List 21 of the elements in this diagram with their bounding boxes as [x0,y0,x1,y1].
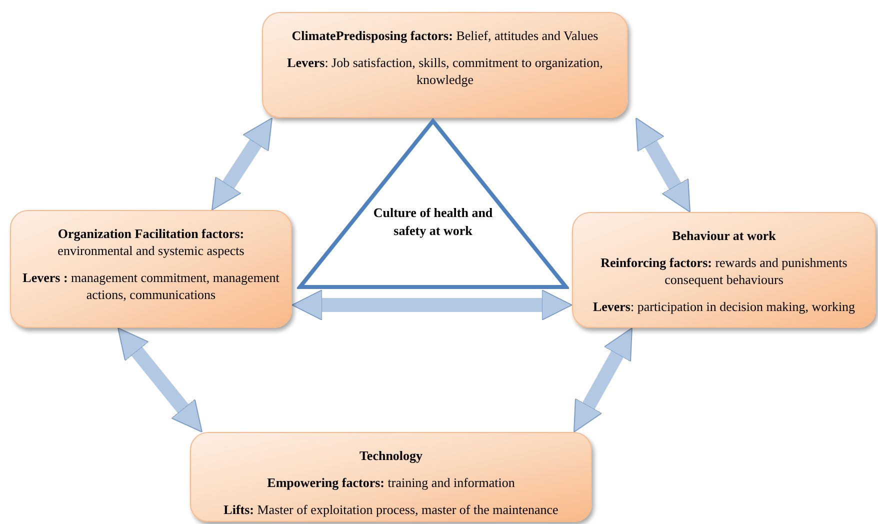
double-arrow [574,328,632,432]
double-arrow [636,118,690,212]
triangle-shape [297,118,569,290]
box-text: Lifts: Master of exploitation process, master of the maintenance [224,501,558,518]
double-arrow [118,328,202,432]
rounded-box [262,12,628,118]
box-text: Reinforcing factors: rewards and punishments consequent behaviours [600,254,848,288]
box-heading: Technology [359,447,423,464]
double-arrow [212,118,272,210]
rounded-box [10,210,292,328]
box-text: Levers : management commitment, management actions, communications [22,269,280,303]
box-heading: Behaviour at work [672,227,776,244]
double-arrow [292,290,572,320]
box-text: Organization Facilitation factors: environmental and systemic aspects [56,225,246,259]
rounded-box [190,432,592,522]
box-text: Empowering factors: training and information [267,474,515,491]
triangle-label: Culture of health and safety at work [373,204,493,240]
rounded-box [572,212,876,328]
box-text: Levers: Job satisfaction, skills, commitment to organization, knowledge [286,54,604,88]
box-text: ClimatePredisposing factors: Belief, attitudes and Values [292,27,598,44]
box-text: Levers: participation in decision making, working [592,298,856,315]
